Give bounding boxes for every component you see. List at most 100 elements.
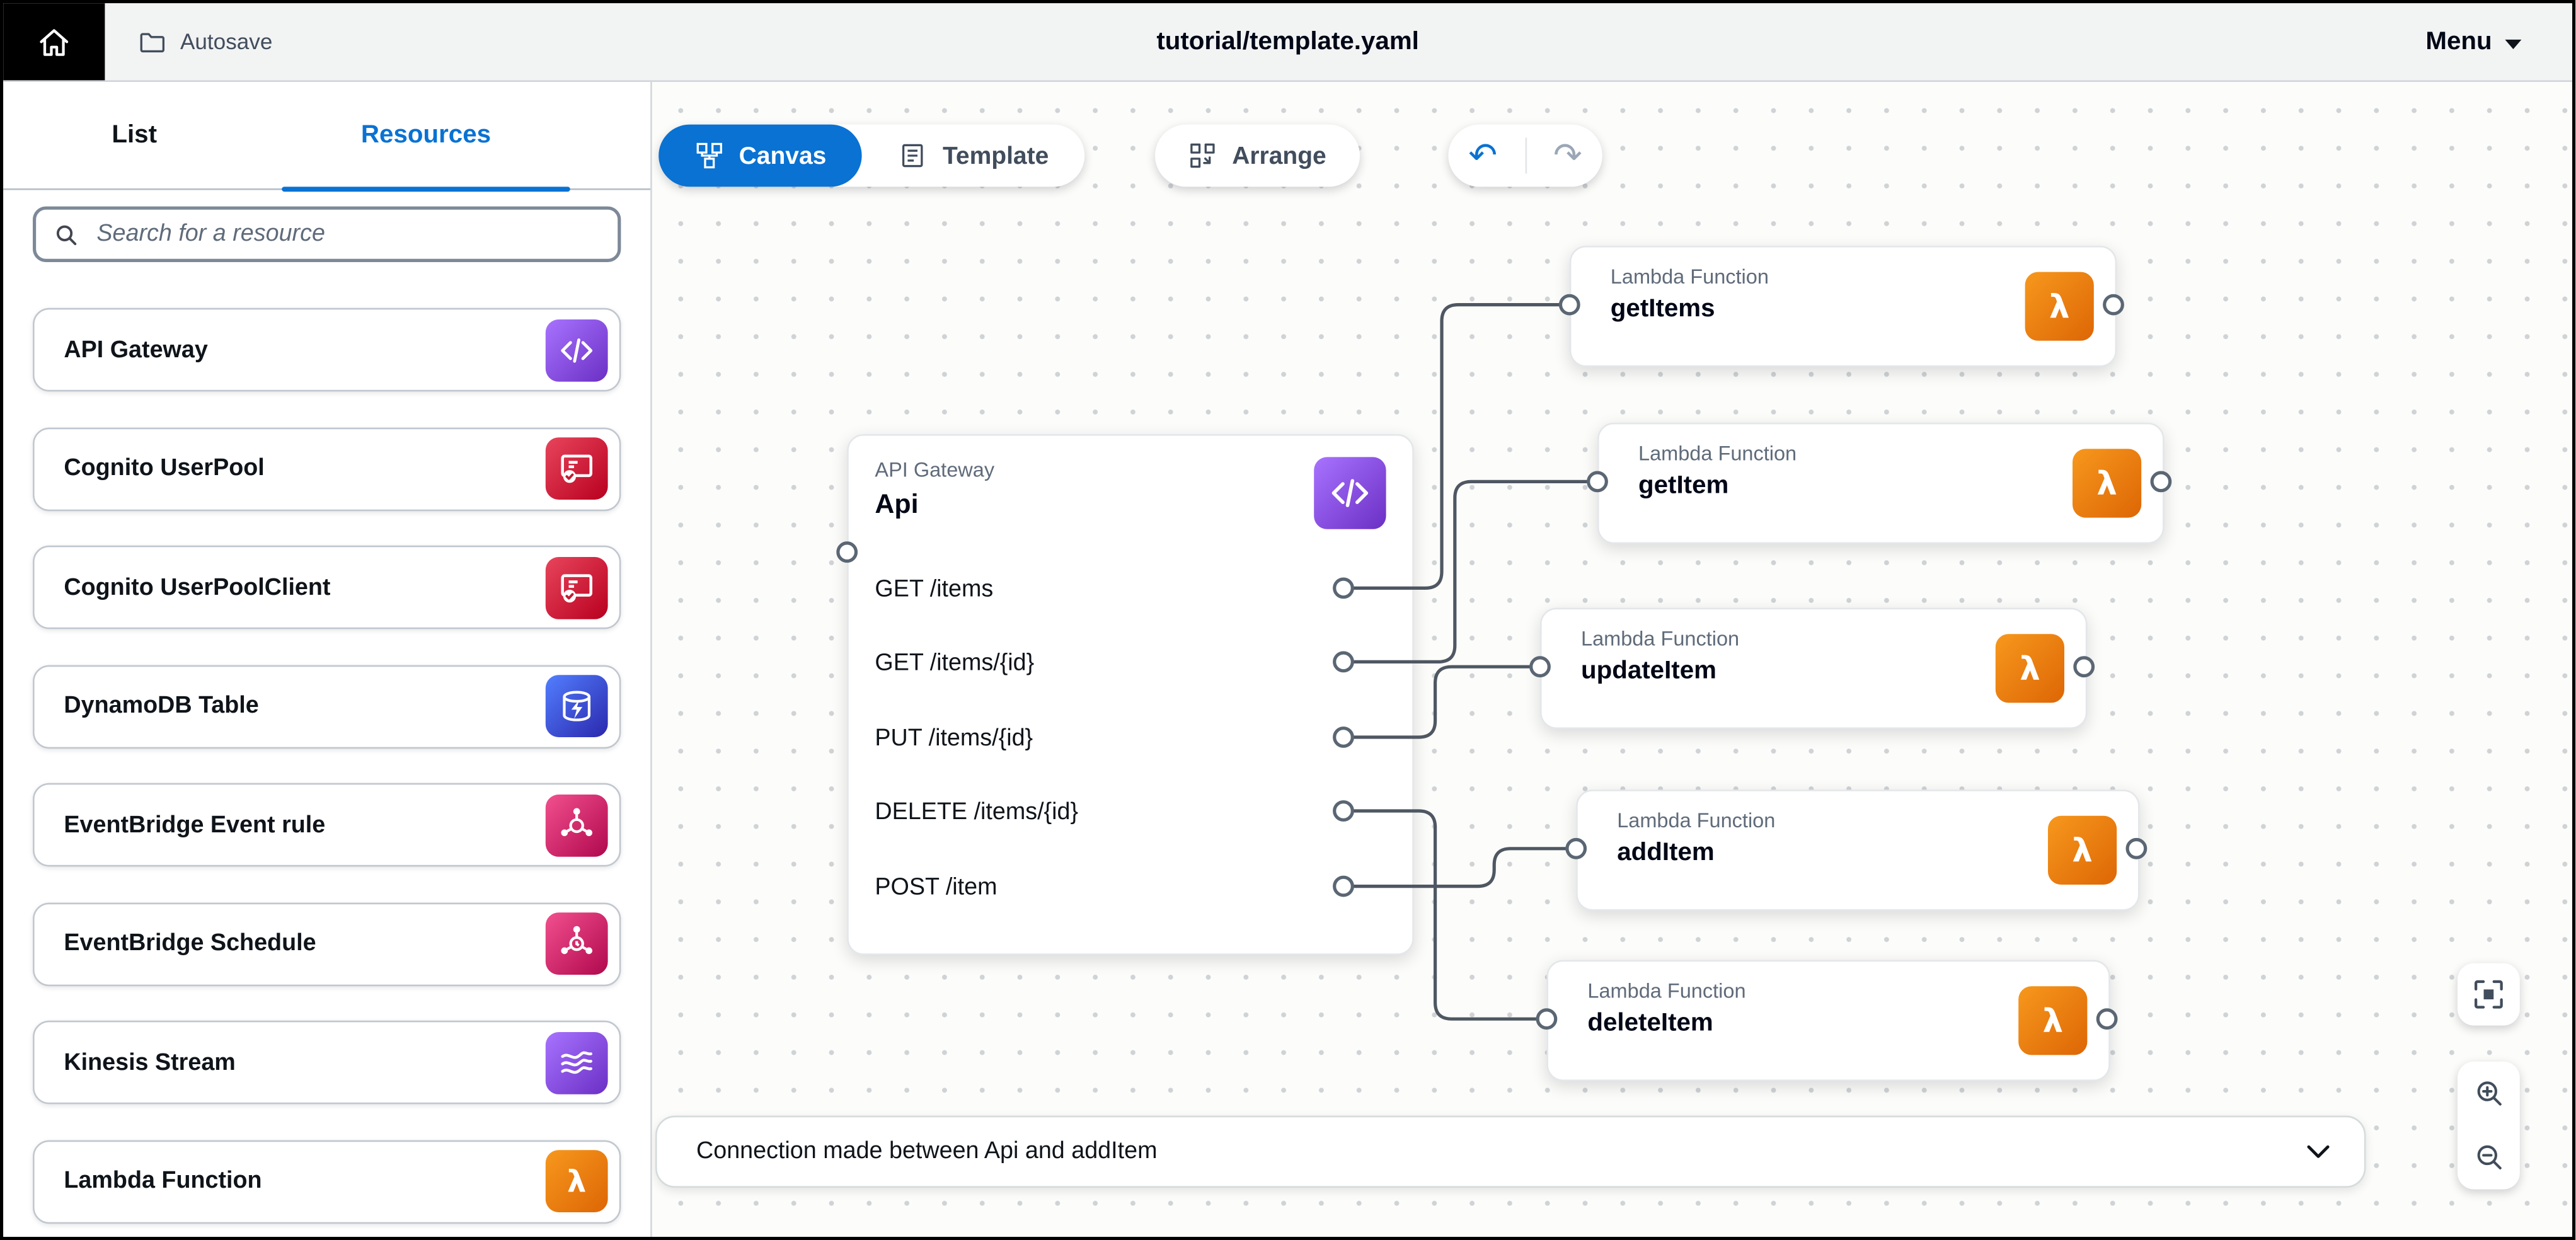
dynamodb-icon xyxy=(545,675,608,737)
cognito-userpoolclient-icon xyxy=(545,556,608,619)
port-route-delete-item[interactable] xyxy=(1333,800,1354,822)
search-icon xyxy=(52,221,80,248)
canvas-view-button[interactable]: Canvas xyxy=(658,124,863,187)
fit-view-icon xyxy=(2471,977,2507,1013)
port-getItems-in[interactable] xyxy=(1558,294,1580,316)
undo-button[interactable]: ↶ xyxy=(1456,137,1510,173)
route-get-item[interactable]: GET /items/{id} xyxy=(875,644,1386,683)
lambda-card-getItems[interactable]: Lambda Function getItems λ xyxy=(1569,246,2117,367)
menu-label: Menu xyxy=(2425,26,2492,55)
resource-item-lambda-function[interactable]: Lambda Function λ xyxy=(33,1139,621,1223)
arrange-button[interactable]: Arrange xyxy=(1154,124,1359,187)
api-gateway-icon xyxy=(545,318,608,381)
port-updateItem-out[interactable] xyxy=(2073,656,2095,678)
node-type-label: Lambda Function xyxy=(1581,627,1740,651)
lambda-card-deleteItem[interactable]: Lambda Function deleteItem λ xyxy=(1546,960,2110,1081)
canvas-view-icon xyxy=(694,141,724,171)
zoom-controls xyxy=(2457,1061,2520,1190)
resource-item-eventbridge-event-rule[interactable]: EventBridge Event rule xyxy=(33,783,621,867)
lambda-icon: λ xyxy=(2018,986,2088,1055)
resource-search xyxy=(33,206,621,262)
redo-button[interactable]: ↷ xyxy=(1540,137,1595,173)
fit-view-button[interactable] xyxy=(2457,963,2520,1026)
api-gateway-card[interactable]: API Gateway Api GET /items GET /items/{i… xyxy=(847,434,1414,955)
port-updateItem-in[interactable] xyxy=(1529,656,1551,678)
route-delete-item[interactable]: DELETE /items/{id} xyxy=(875,793,1386,832)
chevron-down-icon[interactable] xyxy=(2302,1135,2335,1168)
svg-text:λ: λ xyxy=(2072,832,2093,870)
eventbridge-rule-icon xyxy=(545,793,608,856)
resource-label: Cognito UserPool xyxy=(64,455,265,482)
lambda-icon: λ xyxy=(545,1150,608,1212)
cognito-userpool-icon xyxy=(545,437,608,500)
svg-text:λ: λ xyxy=(2020,650,2040,688)
lambda-icon: λ xyxy=(2048,815,2117,885)
svg-text:λ: λ xyxy=(2096,465,2117,503)
view-toggle: Canvas Template xyxy=(658,124,1085,187)
lambda-card-getItem[interactable]: Lambda Function getItem λ xyxy=(1597,422,2165,544)
template-view-icon xyxy=(899,141,928,171)
arrange-icon xyxy=(1188,141,1217,171)
tab-resources-label: Resources xyxy=(360,120,492,149)
lambda-card-updateItem[interactable]: Lambda Function updateItem λ xyxy=(1540,607,2088,729)
route-put-item[interactable]: PUT /items/{id} xyxy=(875,719,1386,758)
resources-sidebar: List Resources API Gateway xyxy=(3,82,652,1237)
svg-text:λ: λ xyxy=(2049,288,2070,326)
lambda-card-addItem[interactable]: Lambda Function addItem λ xyxy=(1576,789,2140,911)
tab-list[interactable]: List xyxy=(3,82,265,188)
port-addItem-out[interactable] xyxy=(2125,837,2148,859)
port-getItem-in[interactable] xyxy=(1587,471,1608,493)
template-view-label: Template xyxy=(942,141,1049,170)
svg-text:λ: λ xyxy=(2042,1002,2063,1040)
node-name: Api xyxy=(875,490,919,520)
sidebar-tabs: List Resources xyxy=(3,82,651,192)
canvas[interactable]: Canvas Template Arrange ↶ xyxy=(652,82,2572,1237)
api-gateway-icon xyxy=(1314,457,1386,529)
port-route-get-item[interactable] xyxy=(1333,651,1354,673)
port-addItem-in[interactable] xyxy=(1565,837,1587,859)
zoom-out-icon xyxy=(2471,1140,2506,1175)
lambda-icon: λ xyxy=(2073,449,2142,518)
resource-item-api-gateway[interactable]: API Gateway xyxy=(33,307,621,392)
zoom-out-button[interactable] xyxy=(2471,1140,2506,1175)
port-deleteItem-in[interactable] xyxy=(1536,1008,1558,1030)
autosave-indicator: Autosave xyxy=(137,27,272,57)
port-api-in[interactable] xyxy=(836,541,858,563)
port-route-put-item[interactable] xyxy=(1333,726,1354,748)
route-label: POST /item xyxy=(875,875,998,901)
resource-item-eventbridge-schedule[interactable]: EventBridge Schedule xyxy=(33,902,621,985)
tab-resources[interactable]: Resources xyxy=(265,82,587,192)
node-type-label: Lambda Function xyxy=(1610,265,1769,289)
lambda-icon: λ xyxy=(1995,634,2064,703)
chevron-down-icon xyxy=(2504,33,2523,50)
route-post-item[interactable]: POST /item xyxy=(875,868,1386,907)
canvas-view-label: Canvas xyxy=(739,141,827,170)
port-route-post-item[interactable] xyxy=(1333,875,1354,897)
home-button[interactable] xyxy=(3,3,105,81)
port-route-get-items[interactable] xyxy=(1333,577,1354,599)
resource-item-cognito-userpoolclient[interactable]: Cognito UserPoolClient xyxy=(33,545,621,629)
status-bar[interactable]: Connection made between Api and addItem xyxy=(655,1115,2366,1188)
route-label: DELETE /items/{id} xyxy=(875,799,1079,826)
status-message: Connection made between Api and addItem xyxy=(696,1138,1158,1165)
resource-item-kinesis-stream[interactable]: Kinesis Stream xyxy=(33,1020,621,1105)
port-deleteItem-out[interactable] xyxy=(2096,1008,2118,1030)
node-type-label: API Gateway xyxy=(875,459,995,482)
port-getItem-out[interactable] xyxy=(2150,471,2172,493)
node-type-label: Lambda Function xyxy=(1638,442,1797,466)
port-getItems-out[interactable] xyxy=(2103,294,2124,316)
resource-item-dynamodb-table[interactable]: DynamoDB Table xyxy=(33,664,621,748)
kinesis-icon xyxy=(545,1031,608,1094)
resource-label: EventBridge Event rule xyxy=(64,812,326,838)
menu-button[interactable]: Menu xyxy=(2416,25,2533,58)
tab-list-label: List xyxy=(112,120,158,149)
node-name: getItem xyxy=(1638,471,1729,500)
node-type-label: Lambda Function xyxy=(1587,979,1746,1003)
history-controls: ↶ ↷ xyxy=(1448,124,1602,187)
route-get-items[interactable]: GET /items xyxy=(875,570,1386,609)
search-input[interactable] xyxy=(93,219,602,250)
zoom-in-button[interactable] xyxy=(2471,1076,2506,1111)
resource-item-cognito-userpool[interactable]: Cognito UserPool xyxy=(33,427,621,510)
template-view-button[interactable]: Template xyxy=(863,125,1085,187)
node-name: addItem xyxy=(1617,839,1715,867)
